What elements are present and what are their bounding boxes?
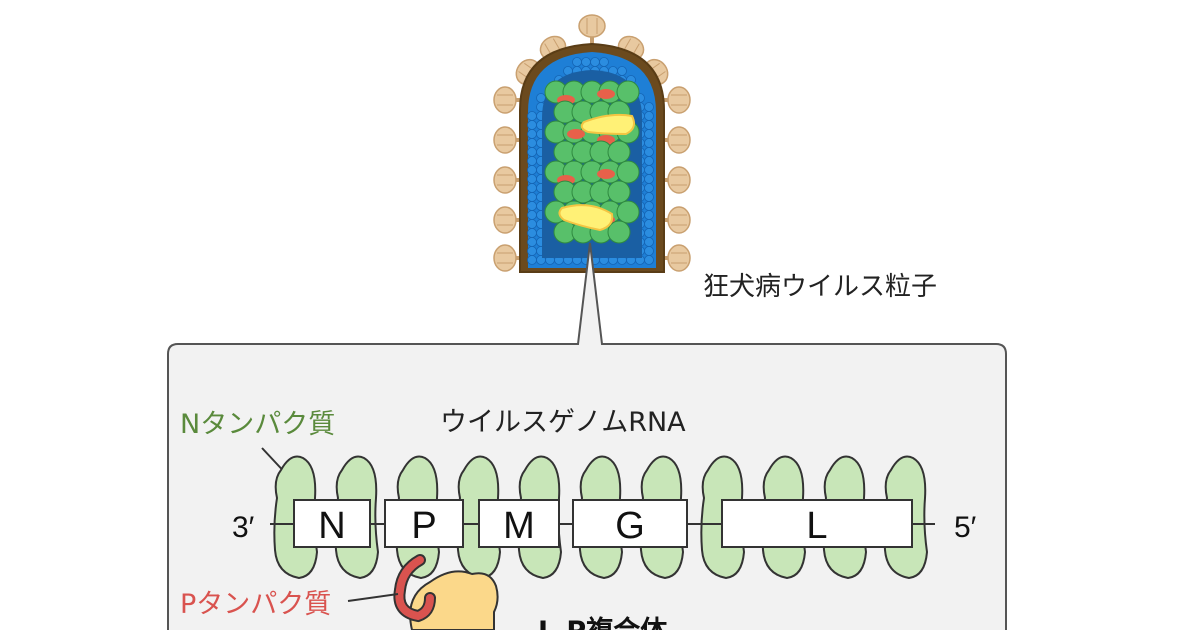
spike (493, 126, 523, 154)
spike (661, 86, 691, 114)
gene-box-n (293, 499, 371, 548)
matrix-dot (527, 174, 537, 184)
particle-label: 狂犬病ウイルス粒子 (703, 272, 937, 302)
p-protein-label: Pタンパク質 (180, 589, 331, 620)
gene-label-p: P (411, 505, 436, 547)
gene-label-m: M (503, 505, 535, 547)
spike (578, 14, 606, 44)
matrix-dot (644, 219, 654, 229)
matrix-dot (617, 66, 627, 76)
matrix-dot (527, 111, 537, 121)
nucleoprotein-ball (607, 140, 631, 164)
matrix-dot (527, 237, 537, 247)
spike (493, 244, 523, 272)
five-prime-end: 5′ (954, 511, 977, 544)
spike (661, 166, 691, 194)
matrix-dot (644, 174, 654, 184)
matrix-dot (644, 255, 654, 265)
l-protein-blob (409, 570, 499, 630)
matrix-dot (527, 210, 537, 220)
virus-particle (493, 14, 691, 273)
matrix-dot (644, 210, 654, 220)
matrix-dot (644, 111, 654, 121)
matrix-dot (590, 57, 600, 67)
lp-complex-label: L-P複合体 (538, 615, 668, 630)
matrix-dot (644, 147, 654, 157)
matrix-dot (644, 237, 654, 247)
matrix-dot (599, 57, 609, 67)
p-protein-dot (567, 129, 585, 139)
matrix-dot (581, 57, 591, 67)
matrix-dot (527, 246, 537, 256)
nucleoprotein-ball (616, 160, 640, 184)
nucleoprotein-ball (616, 200, 640, 224)
gene-label-l: L (806, 505, 827, 547)
p-protein-pointer (347, 593, 399, 602)
spike (661, 126, 691, 154)
gene-box-p (384, 499, 464, 548)
matrix-dot (644, 246, 654, 256)
matrix-dot (644, 120, 654, 130)
matrix-dot (644, 129, 654, 139)
matrix-dot (527, 156, 537, 166)
matrix-dot (527, 201, 537, 211)
spike (661, 244, 691, 272)
gene-box-g (572, 499, 688, 548)
l-protein-upper (580, 113, 635, 136)
spike (661, 206, 691, 234)
matrix-dot (644, 201, 654, 211)
spike (493, 86, 523, 114)
gene-label-g: G (615, 505, 645, 547)
gene-box-l (721, 499, 913, 548)
matrix-dot (644, 102, 654, 112)
gene-box-m (478, 499, 560, 548)
nucleoprotein-ball (607, 180, 631, 204)
matrix-dot (527, 228, 537, 238)
matrix-dot (644, 192, 654, 202)
matrix-dot (644, 228, 654, 238)
l-protein-lower (558, 204, 614, 232)
matrix-dot (644, 138, 654, 148)
matrix-dot (527, 138, 537, 148)
matrix-dot (527, 192, 537, 202)
gene-label-n: N (318, 505, 345, 547)
matrix-dot (527, 219, 537, 229)
spike (493, 166, 523, 194)
matrix-dot (527, 165, 537, 175)
p-protein-dot (597, 169, 615, 179)
nucleoprotein-ball (616, 80, 640, 104)
nucleoprotein-ball (607, 220, 631, 244)
genome-rna-label: ウイルスゲノムRNA (440, 407, 686, 438)
matrix-dot (527, 147, 537, 157)
spike (493, 206, 523, 234)
matrix-dot (527, 129, 537, 139)
matrix-dot (527, 183, 537, 193)
three-prime-end: 3′ (232, 511, 255, 544)
matrix-dot (572, 57, 582, 67)
matrix-dot (644, 156, 654, 166)
p-protein-dot (597, 89, 615, 99)
matrix-dot (527, 255, 537, 265)
matrix-dot (644, 183, 654, 193)
p-protein-hook-fill (395, 556, 434, 621)
matrix-dot (527, 120, 537, 130)
matrix-dot (644, 165, 654, 175)
n-protein-label: Nタンパク質 (180, 409, 335, 440)
